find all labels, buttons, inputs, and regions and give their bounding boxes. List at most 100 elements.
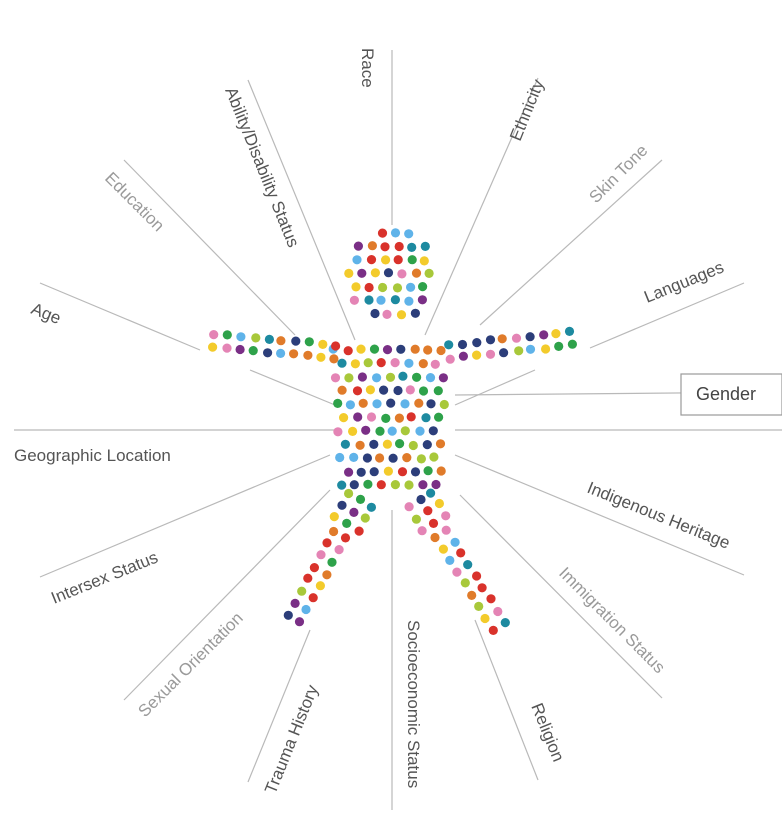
figure-dot [418,480,428,490]
figure-dot [525,332,535,342]
figure-dot [344,373,354,383]
figure-dot [209,330,219,340]
figure-dot [435,439,446,449]
figure-dot [375,426,385,436]
figure-dot [423,345,433,355]
label-skin-tone: Skin Tone [585,141,651,207]
figure-dot [472,350,482,360]
figure-dot [497,334,507,344]
figure-dot [426,488,436,498]
figure-dot [500,618,510,628]
figure-dot [429,452,439,462]
figure-dot [380,242,390,252]
figure-dot [393,385,403,396]
figure-dot [525,344,536,354]
label-ability: Ability/Disability Status [221,84,303,250]
figure-dot [358,398,368,408]
figure-dot [340,439,350,449]
figure-dot [404,480,414,490]
gender-box-frame [680,373,782,416]
figure-dot [360,513,370,523]
figure-dot [425,373,436,383]
spoke-languages [589,282,745,349]
figure-dot [375,453,385,463]
figure-dot [450,537,460,547]
figure-dot [297,586,307,596]
figure-dot [456,548,466,558]
figure-dot [354,526,364,536]
figure-dot [236,332,246,342]
figure-dot [434,412,444,422]
spoke-trauma [247,629,311,783]
figure-dot [350,359,360,369]
figure-dot [339,413,349,423]
gender-label: Gender [696,384,756,404]
figure-dot [477,583,487,593]
figure-dot [383,466,393,476]
figure-dot [411,268,422,278]
figure-dot [426,399,436,409]
figure-dot [418,386,429,396]
figure-dot [330,373,341,383]
figure-dot [329,526,339,537]
figure-dot [404,358,414,368]
figure-dot [322,538,332,548]
figure-dot [397,467,408,477]
figure-dot [276,348,286,358]
figure-dot [385,372,396,382]
label-languages: Languages [641,258,726,307]
figure-dot [315,581,325,591]
figure-dot [428,518,439,529]
figure-dot [485,335,496,345]
figure-dot [351,282,361,292]
figure-dot [394,413,404,423]
figure-dot [407,242,417,252]
spoke-sexual-orientation [123,489,331,701]
figure-dot [404,502,414,512]
figure-dot [467,590,477,601]
figure-dot [411,514,421,524]
figure-dot [366,255,377,265]
figure-dot [344,467,354,477]
spoke-age-arm [249,369,336,406]
label-intersex: Intersex Status [48,548,160,608]
figure-dot [554,341,564,351]
figure-dot [235,344,245,355]
figure-dot [344,488,354,499]
labels: Race Ethnicity Skin Tone Languages Abili… [14,48,733,796]
figure-dot [208,342,218,352]
figure-dot [349,452,359,462]
figure-dot [349,480,359,490]
figure-dot [428,426,438,436]
figure-dot [334,545,344,555]
figure-dot [222,343,232,353]
figure-dot [290,598,300,609]
spoke-religion [474,619,539,781]
figure-dot [364,295,374,305]
label-ethnicity: Ethnicity [506,76,548,143]
figure-dot [308,593,318,603]
figure-dot [458,351,468,361]
figure-dot [276,336,286,346]
figure-dot [420,241,430,251]
figure-dot [343,346,353,356]
figure-dot [390,295,400,305]
figure-dot [551,329,561,339]
figure-dot [400,426,410,436]
figure-dot [400,399,410,409]
figure-dot [417,526,427,536]
figure-dot [398,371,408,381]
figure-dot [410,467,421,477]
figure-dot [370,308,380,319]
figure-dot [316,550,326,560]
figure-dot [283,610,293,620]
spoke-age [39,282,201,351]
figure-dot [445,555,455,566]
figure-dot [436,466,446,476]
figure-dot [386,398,396,408]
figure-dot [376,295,386,305]
figure-dot [291,336,301,346]
figure-dot [436,345,446,356]
figure-dot [424,268,434,278]
spoke-skin-tone [479,159,663,326]
